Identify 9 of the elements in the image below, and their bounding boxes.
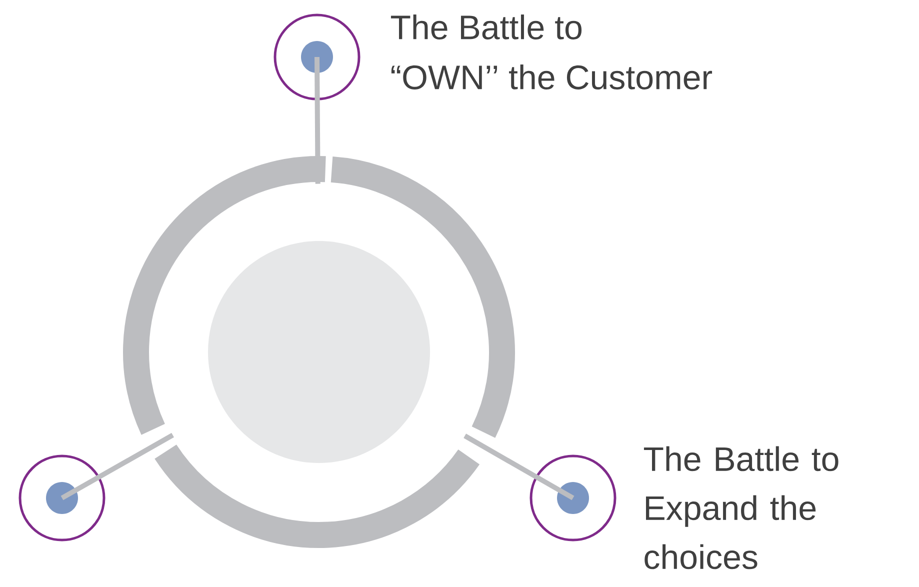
marker-circle: [18, 454, 106, 542]
label-text: “OWN’’ the Customer: [391, 64, 712, 90]
connector-line: [464, 434, 574, 500]
label-text: The Battle to: [390, 14, 582, 40]
label-text: The Battle to Expand the choices: [644, 446, 838, 570]
connector-line: [60, 432, 174, 500]
connector-line: [314, 56, 320, 184]
center-circle: [208, 241, 430, 463]
ring: [123, 156, 515, 548]
